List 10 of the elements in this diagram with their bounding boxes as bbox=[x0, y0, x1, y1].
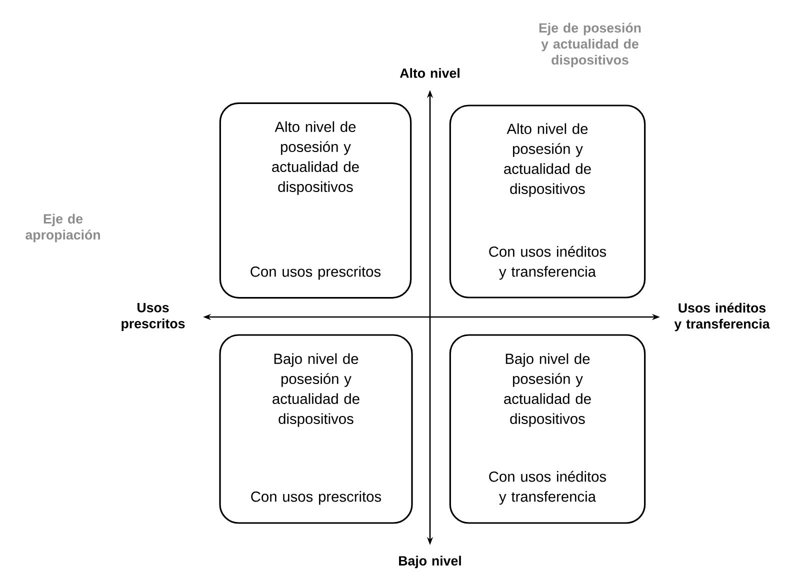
axis-end-label: Bajo nivel bbox=[399, 556, 461, 568]
quadrant-box: Bajo nivel de posesión y actualidad de dispositivos Con usos inéditos y transferencia bbox=[449, 334, 646, 524]
axis-end-label: Alto nivel bbox=[400, 68, 460, 78]
quadrant-box: Bajo nivel de posesión y actualidad de dispositivos Con usos prescritos bbox=[219, 334, 413, 524]
quadrant-box: Alto nivel de posesión y actualidad de dispositivos Con usos prescritos bbox=[219, 102, 412, 299]
quadrant-box: Alto nivel de posesión y actualidad de dispositivos Con usos inéditos y transferencia bbox=[449, 104, 646, 298]
axis-end-label: Usos inéditos y transferencia bbox=[674, 302, 770, 332]
axis-title: Eje de apropiación bbox=[26, 214, 100, 242]
axis-title: Eje de posesión y actualidad de dispositivos bbox=[539, 22, 641, 68]
axis-end-label: Usos prescritos bbox=[122, 303, 185, 331]
